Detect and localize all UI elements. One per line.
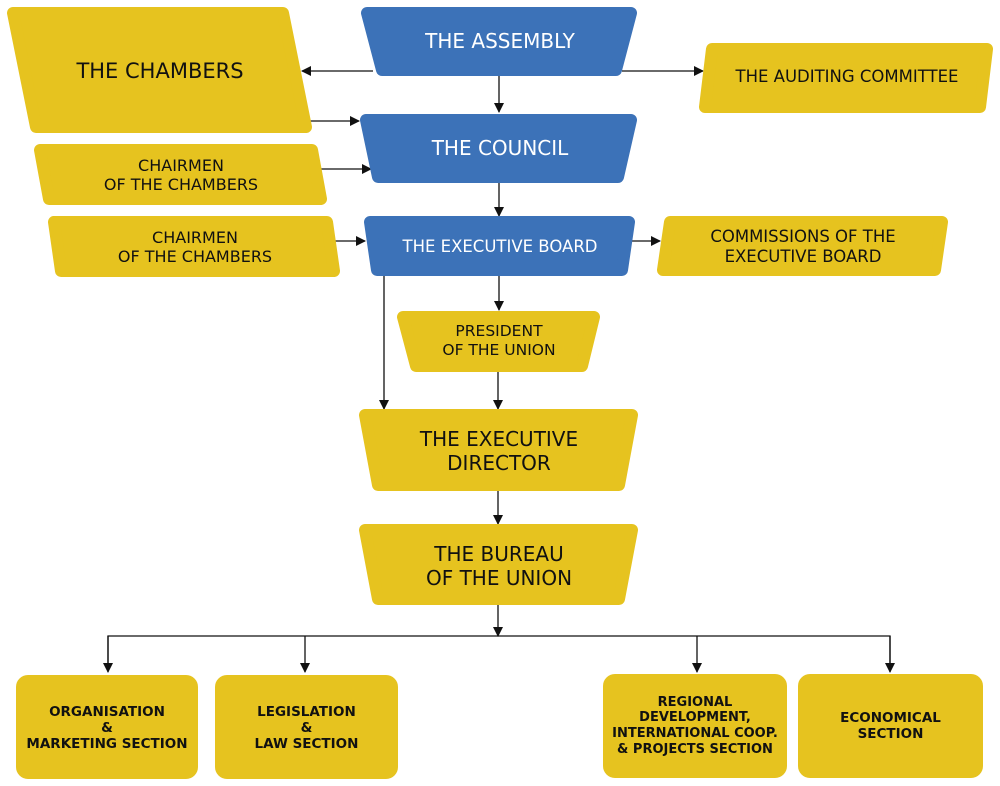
node-executive-director-shape xyxy=(359,409,638,491)
node-legislation-shape xyxy=(215,675,398,779)
node-regional-shape xyxy=(603,674,787,778)
node-commissions-shape xyxy=(657,216,948,276)
node-economical-shape xyxy=(798,674,983,778)
node-executive-board-shape xyxy=(364,216,635,276)
node-chambers-shape xyxy=(7,7,312,133)
node-auditing-shape xyxy=(699,43,993,113)
node-organisation-shape xyxy=(16,675,198,779)
node-council-shape xyxy=(360,114,637,183)
node-chairmen1-shape xyxy=(34,144,327,205)
node-president-shape xyxy=(397,311,600,372)
connectors xyxy=(103,66,895,673)
node-assembly-shape xyxy=(361,7,637,76)
connector-section-bus xyxy=(107,635,891,668)
node-chairmen2-shape xyxy=(48,216,340,277)
node-bureau-shape xyxy=(359,524,638,605)
